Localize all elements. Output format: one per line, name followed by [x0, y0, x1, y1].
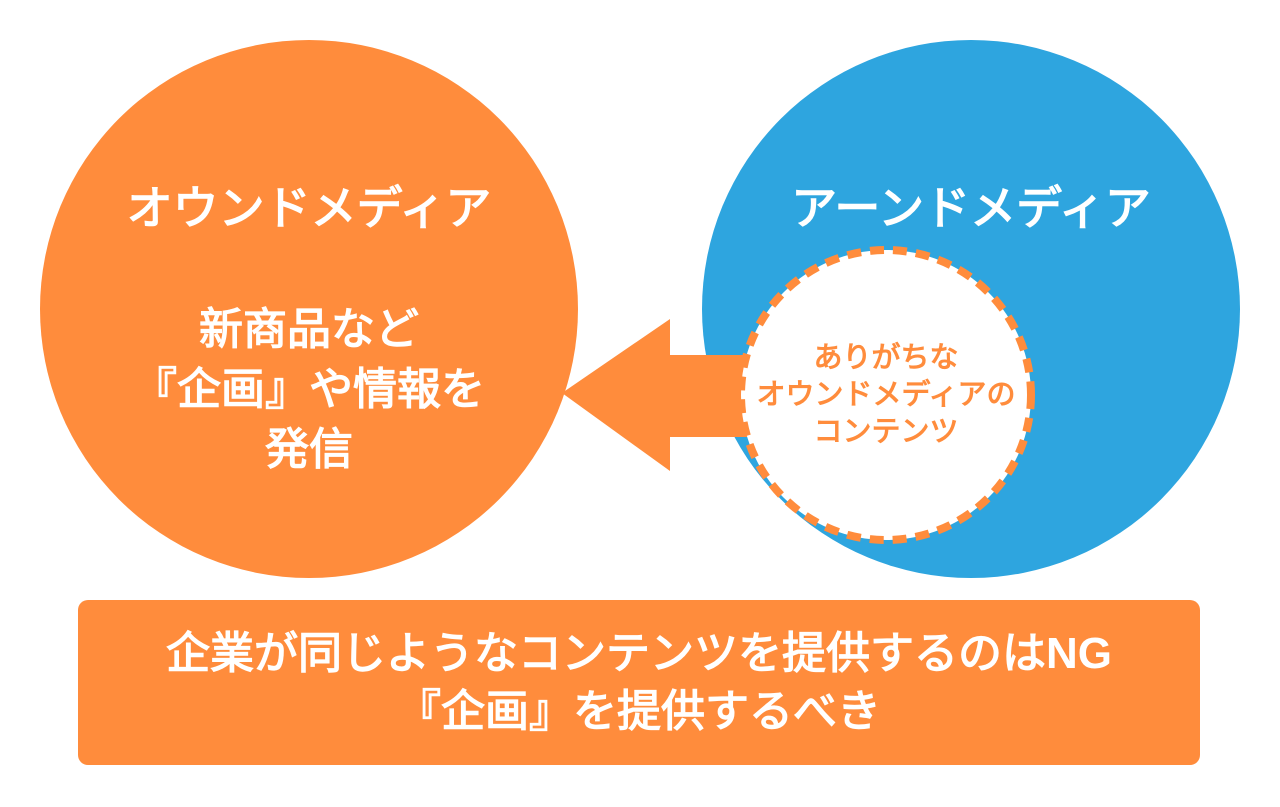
left-arrow: [562, 319, 760, 471]
dashed-inner-circle: [737, 246, 1035, 544]
owned-media-description: 新商品など 『企画』や情報を 発信: [40, 300, 578, 480]
earned-media-title: アーンドメディア: [791, 182, 1151, 234]
owned-body-line: 発信: [265, 425, 353, 474]
conclusion-box: [78, 600, 1200, 765]
owned-body-line: 『企画』や情報を: [133, 365, 485, 414]
conclusion-line: 『企画』を提供するべき: [397, 687, 881, 736]
conclusion-line: 企業が同じようなコンテンツを提供するのはNG: [166, 629, 1112, 678]
owned-media-title: オウンドメディア: [126, 182, 492, 234]
inner-circle-label: ありがちな オウンドメディアの コンテンツ: [730, 340, 1042, 451]
conclusion-text: 企業が同じようなコンテンツを提供するのはNG 『企画』を提供するべき: [78, 625, 1200, 741]
owned-body-line: 新商品など: [199, 305, 419, 354]
owned-media-circle: [40, 40, 578, 578]
inner-line: オウンドメディアの: [756, 379, 1016, 411]
inner-line: ありがちな: [813, 342, 959, 374]
inner-line: コンテンツ: [813, 416, 959, 448]
